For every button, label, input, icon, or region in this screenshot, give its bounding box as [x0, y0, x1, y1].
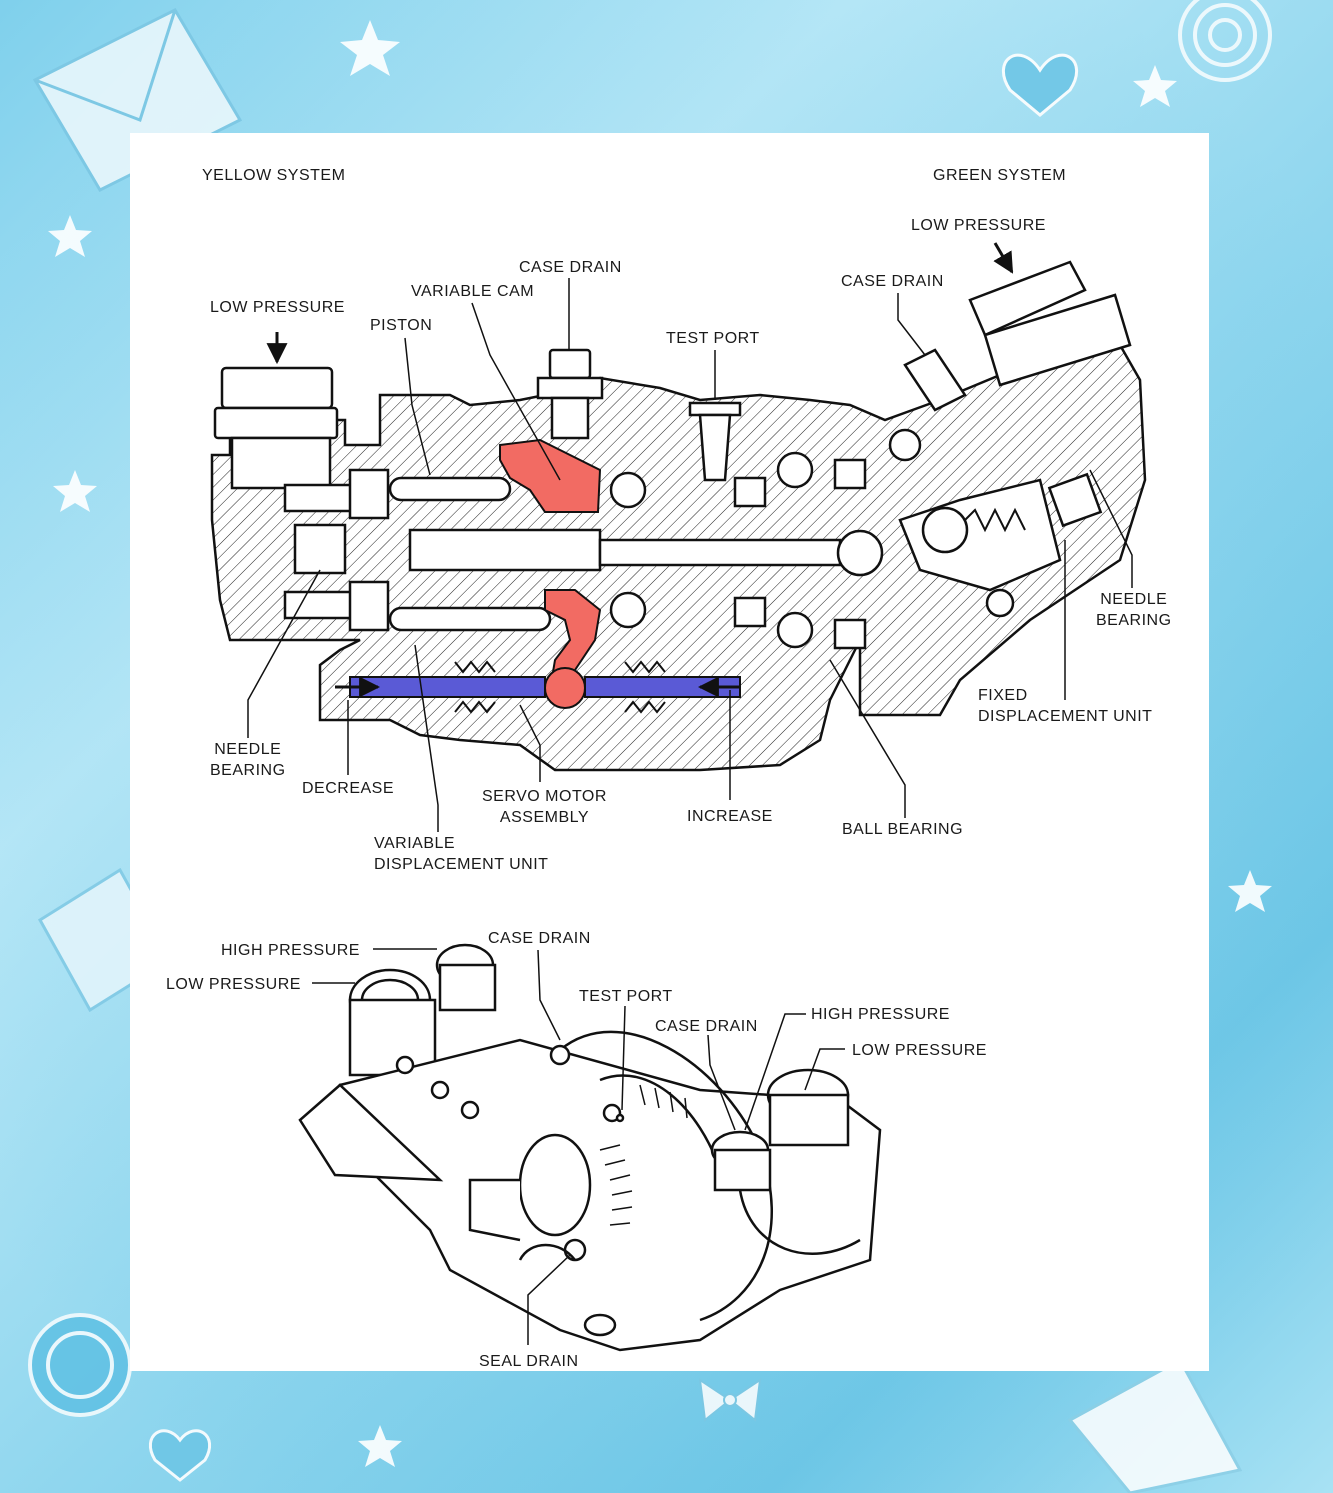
leader-lines	[247, 278, 1133, 832]
servo-springs	[454, 660, 666, 714]
variable-displacement-unit-label: VARIABLE DISPLACEMENT UNIT	[374, 835, 549, 873]
servo-rod-left	[349, 676, 546, 698]
cross-section-diagram	[210, 242, 1147, 1352]
high-pressure-3d-label-right: HIGH PRESSURE	[811, 1006, 950, 1023]
leader-lines-3d	[312, 948, 845, 1345]
servo-motor-assembly-label: SERVO MOTOR ASSEMBLY	[482, 788, 607, 826]
low-pressure-right-label: LOW PRESSURE	[911, 217, 1046, 234]
test-port-fitting	[688, 401, 742, 482]
low-pressure-left-label: LOW PRESSURE	[210, 299, 345, 316]
fixed-displacement-unit-label: FIXED DISPLACEMENT UNIT	[978, 687, 1153, 725]
test-port-3d-label: TEST PORT	[579, 988, 673, 1005]
decrease-label: DECREASE	[302, 780, 395, 797]
low-pressure-3d-label-right: LOW PRESSURE	[852, 1042, 987, 1059]
star-icon	[48, 20, 1272, 1467]
piston-upper	[283, 468, 512, 520]
case-drain-fitting-top	[536, 348, 604, 440]
seal-drain-3d-label: SEAL DRAIN	[479, 1353, 579, 1370]
yellow-system-label: YELLOW SYSTEM	[202, 167, 346, 184]
ball-bearing-label: BALL BEARING	[842, 821, 964, 838]
drive-shaft	[408, 528, 602, 572]
variable-cam-upper	[499, 438, 602, 513]
high-pressure-3d-label-left: HIGH PRESSURE	[221, 942, 360, 959]
case-drain-right-label: CASE DRAIN	[841, 273, 944, 290]
envelope-icon	[1067, 1357, 1243, 1493]
pump-3d-view	[298, 943, 882, 1352]
case-drain-top-label: CASE DRAIN	[519, 259, 622, 276]
fixed-displacement-unit	[888, 260, 1132, 618]
test-port-top-label: TEST PORT	[666, 330, 760, 347]
increase-label: INCREASE	[687, 808, 773, 825]
needle-bearing-left-label: NEEDLE BEARING	[210, 741, 286, 779]
spiral-icon	[28, 0, 1272, 1417]
needle-bearing-right-label: NEEDLE BEARING	[1096, 591, 1172, 629]
low-pressure-port-left	[213, 366, 339, 490]
case-drain-3d-label-1: CASE DRAIN	[488, 930, 591, 947]
gear-teeth	[599, 1084, 688, 1226]
ball-bearings	[609, 451, 867, 650]
diagram-panel: YELLOW SYSTEM GREEN SYSTEM LOW PRESSURE …	[130, 133, 1209, 1371]
low-pressure-3d-label-left: LOW PRESSURE	[166, 976, 301, 993]
green-system-label: GREEN SYSTEM	[933, 167, 1067, 184]
bow-icon	[698, 1377, 762, 1422]
case-drain-3d-label-2: CASE DRAIN	[655, 1018, 758, 1035]
variable-cam-label: VARIABLE CAM	[411, 283, 535, 300]
heart-icon	[148, 53, 1078, 1482]
piston-label: PISTON	[370, 317, 433, 334]
